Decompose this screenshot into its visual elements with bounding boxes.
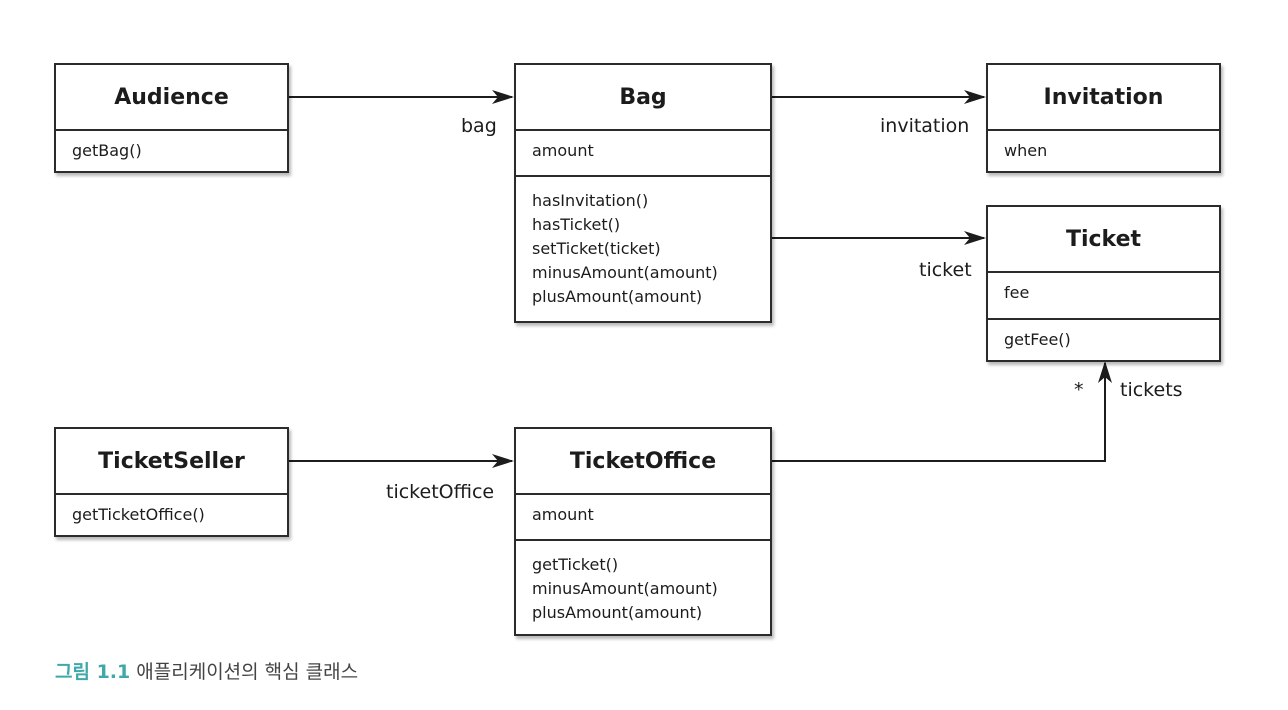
method: plusAmount(amount) xyxy=(532,603,703,622)
attribute: when xyxy=(1004,141,1048,160)
class-audience: Audience getBag() xyxy=(54,63,289,173)
attributes: amount xyxy=(516,495,770,539)
class-name: Bag xyxy=(516,65,770,131)
class-bag: Bag amount hasInvitation() hasTicket() s… xyxy=(514,63,772,323)
method: hasTicket() xyxy=(532,215,621,234)
methods: getFee() xyxy=(988,318,1219,362)
method: minusAmount(amount) xyxy=(532,263,718,282)
class-name: Ticket xyxy=(988,207,1219,273)
class-invitation: Invitation when xyxy=(986,63,1221,173)
method: getTicket() xyxy=(532,555,619,574)
figure-caption: 그림 1.1 애플리케이션의 핵심 클래스 xyxy=(55,657,358,684)
class-ticket: Ticket fee getFee() xyxy=(986,205,1221,362)
class-name: TicketSeller xyxy=(56,429,287,495)
methods: getTicket() minusAmount(amount) plusAmou… xyxy=(516,539,770,635)
attributes: amount xyxy=(516,131,770,175)
methods: hasInvitation() hasTicket() setTicket(ti… xyxy=(516,175,770,319)
attributes: fee xyxy=(988,273,1219,318)
methods: getTicketOffice() xyxy=(56,495,287,537)
method: hasInvitation() xyxy=(532,191,649,210)
method: setTicket(ticket) xyxy=(532,239,661,258)
class-name: TicketOffice xyxy=(516,429,770,495)
role-label-tickets: tickets xyxy=(1120,379,1183,401)
class-name: Audience xyxy=(56,65,287,131)
role-label-bag: bag xyxy=(461,115,497,137)
figure-number: 그림 1.1 xyxy=(55,661,131,683)
role-label-ticket: ticket xyxy=(919,259,972,281)
method: getTicketOffice() xyxy=(72,505,205,524)
methods: getBag() xyxy=(56,131,287,173)
attributes: when xyxy=(988,131,1219,173)
role-label-ticketoffice: ticketOffice xyxy=(386,481,495,503)
attribute: amount xyxy=(532,141,594,160)
method: plusAmount(amount) xyxy=(532,287,703,306)
class-name: Invitation xyxy=(988,65,1219,131)
multiplicity-label: * xyxy=(1074,379,1084,401)
method: getFee() xyxy=(1004,330,1071,349)
ticketoffice-ticket-arrow xyxy=(772,361,1112,462)
method: getBag() xyxy=(72,141,142,160)
class-ticketoffice: TicketOffice amount getTicket() minusAmo… xyxy=(514,427,772,636)
attribute: amount xyxy=(532,505,594,524)
attribute: fee xyxy=(1004,283,1030,302)
class-ticketseller: TicketSeller getTicketOffice() xyxy=(54,427,289,537)
role-label-invitation: invitation xyxy=(880,115,970,137)
figure-caption-text: 애플리케이션의 핵심 클래스 xyxy=(136,661,359,683)
method: minusAmount(amount) xyxy=(532,579,718,598)
